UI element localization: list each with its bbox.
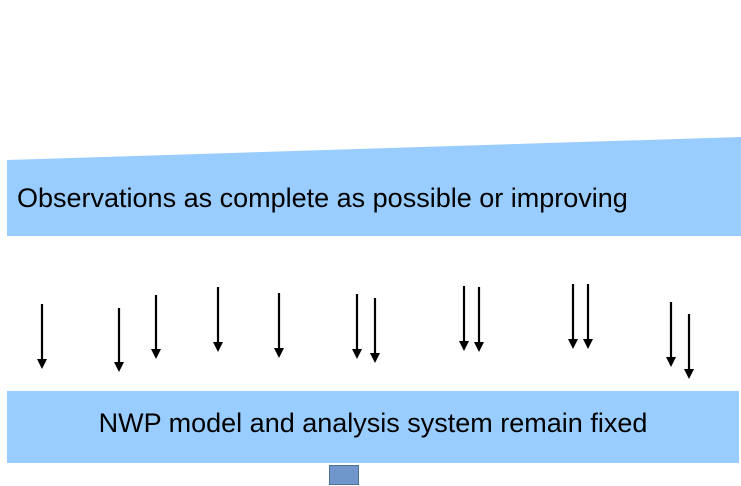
down-arrow-icon — [474, 287, 484, 352]
arrow-head — [114, 362, 124, 372]
down-arrow-icon — [151, 295, 161, 359]
arrow-head — [583, 339, 593, 349]
down-arrow-icon — [684, 314, 694, 379]
down-arrow-icon — [583, 284, 593, 349]
observations-band-shape — [7, 137, 741, 236]
down-arrow-icon — [114, 308, 124, 372]
arrow-head — [352, 349, 362, 359]
arrow-head — [274, 348, 284, 358]
nwp-model-label: NWP model and analysis system remain fix… — [98, 408, 648, 438]
arrow-head — [37, 359, 47, 369]
down-arrow-icon — [352, 294, 362, 359]
arrow-head — [666, 357, 676, 367]
arrow-head — [151, 349, 161, 359]
down-arrow-icon — [459, 286, 469, 351]
down-arrow-icon — [370, 298, 380, 363]
down-arrow-icon — [568, 284, 578, 349]
arrow-head — [213, 342, 223, 352]
arrow-head — [370, 353, 380, 363]
nwp-model-box: NWP model and analysis system remain fix… — [7, 391, 739, 463]
down-arrow-icon — [666, 302, 676, 367]
down-arrow-icon — [274, 293, 284, 358]
arrow-head — [568, 339, 578, 349]
small-square-marker — [329, 465, 359, 485]
down-arrow-icon — [37, 304, 47, 369]
arrow-head — [684, 369, 694, 379]
arrow-head — [474, 342, 484, 352]
arrow-head — [459, 341, 469, 351]
down-arrow-icon — [213, 287, 223, 352]
observations-label: Observations as complete as possible or … — [17, 183, 628, 213]
